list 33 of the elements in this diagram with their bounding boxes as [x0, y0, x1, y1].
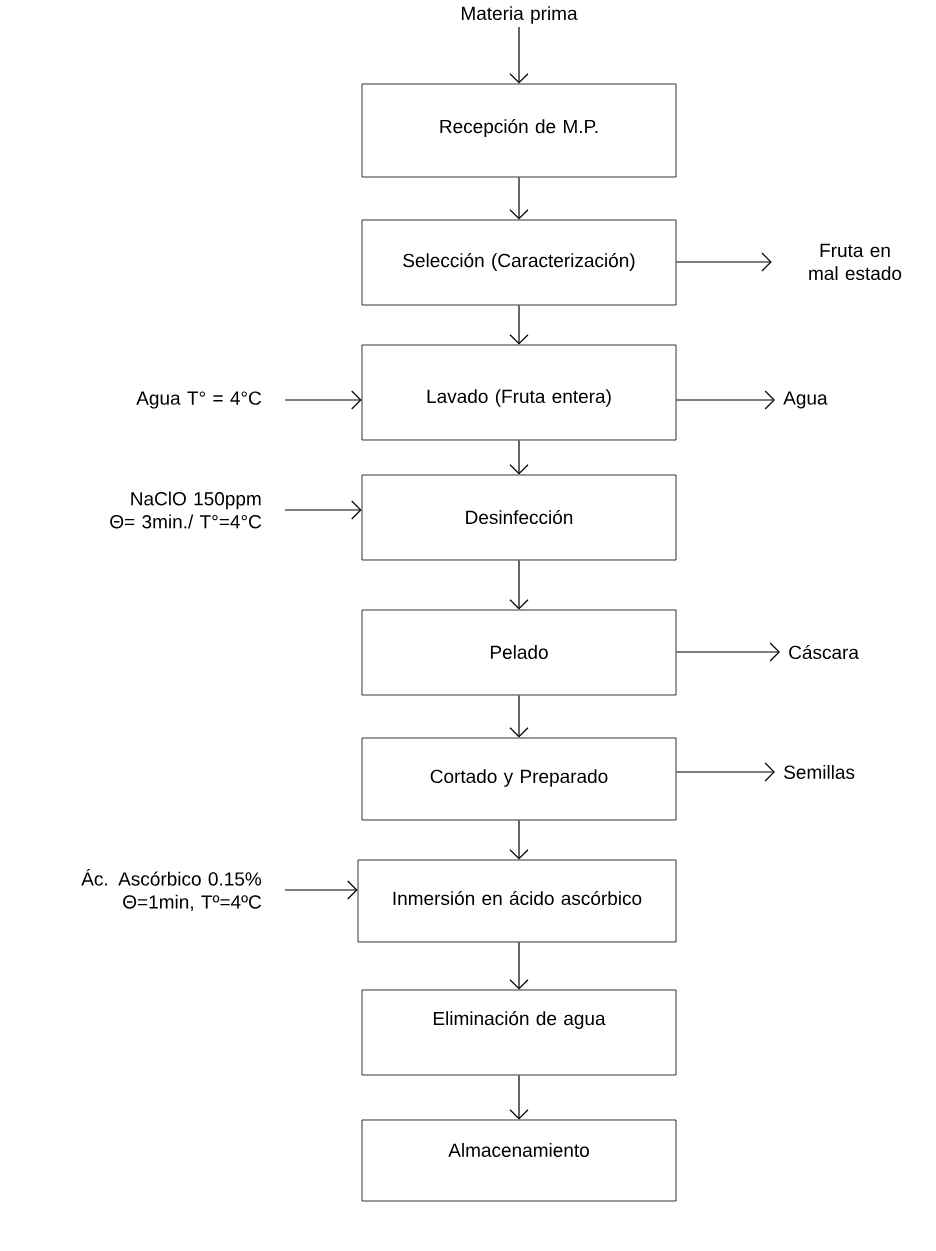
- flow-text: Agua: [783, 391, 828, 409]
- process-box: Recepción de M.P.: [361, 83, 677, 178]
- arrow: [675, 642, 780, 662]
- flow-text: Materia prima: [461, 6, 578, 24]
- arrow: [509, 304, 529, 345]
- process-box: Desinfección: [361, 474, 677, 561]
- flow-text: NaClO 150ppm Θ= 3min./ T°=4°C: [110, 491, 262, 529]
- arrow: [509, 819, 529, 860]
- arrow: [284, 880, 358, 900]
- process-box: Pelado: [361, 609, 677, 696]
- arrow: [675, 252, 772, 272]
- process-box: Almacenamiento: [361, 1119, 677, 1202]
- arrow: [509, 694, 529, 738]
- process-box: Inmersión en ácido ascórbico: [357, 859, 677, 943]
- arrow: [284, 500, 362, 520]
- process-box: Eliminación de agua: [361, 989, 677, 1076]
- flow-text: Agua T° = 4°C: [136, 391, 262, 409]
- arrow: [675, 762, 775, 782]
- process-box: Lavado (Fruta entera): [361, 344, 677, 441]
- arrow: [509, 559, 529, 610]
- arrow: [509, 1074, 529, 1120]
- arrow: [509, 26, 529, 84]
- flow-text: Semillas: [784, 765, 855, 779]
- flow-text: Ác. Ascórbico 0.15% Θ=1min, Tº=4ºC: [81, 869, 262, 911]
- process-box: Selección (Caracterización): [361, 219, 677, 306]
- arrow: [675, 390, 775, 410]
- arrow: [509, 439, 529, 475]
- process-box: Cortado y Preparado: [361, 737, 677, 821]
- flow-text: Cáscara: [789, 644, 859, 660]
- arrow: [284, 390, 362, 410]
- flow-text: Fruta en mal estado: [809, 243, 902, 281]
- arrow: [509, 941, 529, 990]
- arrow: [509, 176, 529, 220]
